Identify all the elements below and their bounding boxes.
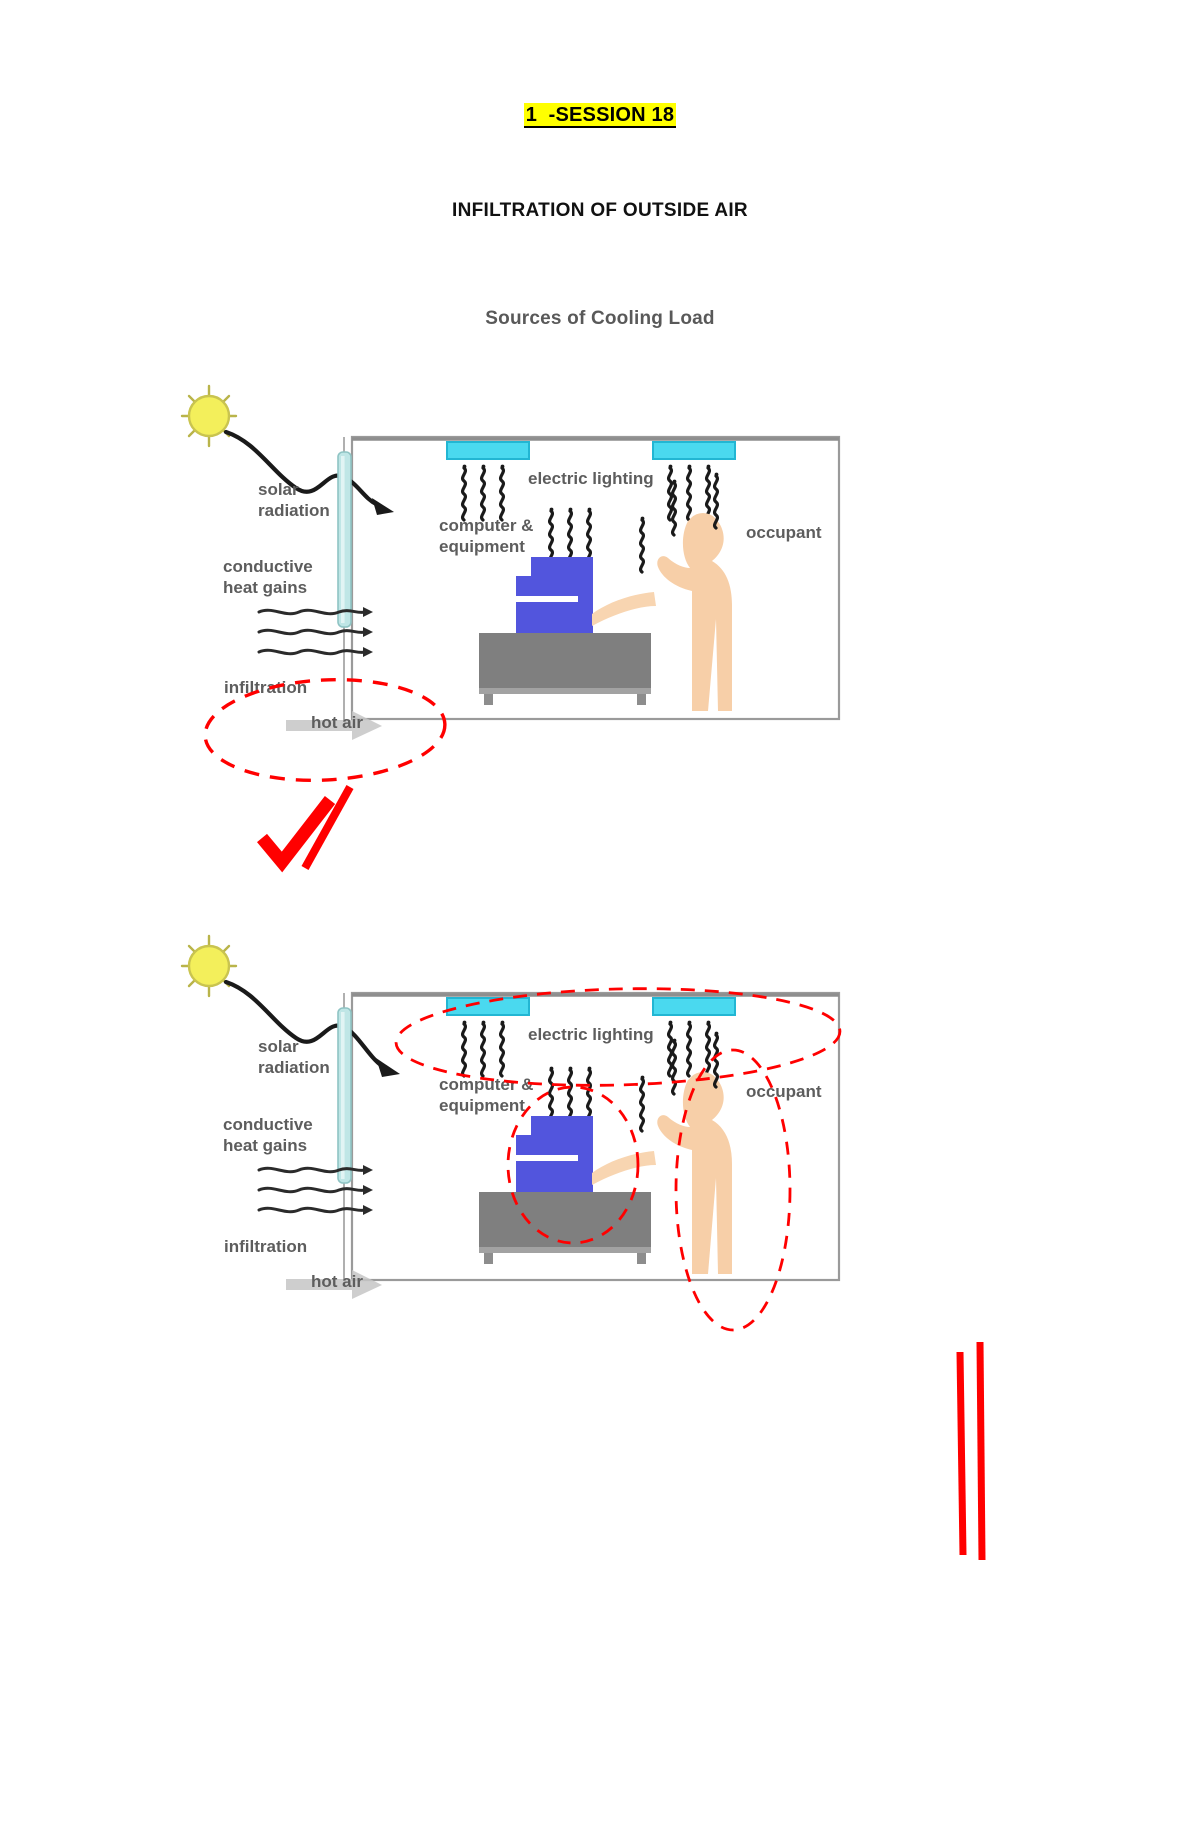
red-pointer-line [301, 785, 354, 870]
document-title-text: 1 -SESSION 18 [523, 103, 677, 128]
label-infiltration: infiltration [224, 1237, 307, 1256]
label-occupant: occupant [746, 523, 822, 542]
computer-monitor-icon [516, 1116, 593, 1192]
label-solar-radiation-line1: solar [258, 480, 299, 499]
sun-icon [180, 384, 238, 448]
label-solar-radiation: solar radiation [258, 1037, 330, 1077]
label-computer-line2: equipment [439, 1096, 525, 1115]
window-pane-icon [337, 993, 352, 1280]
cooling-load-diagram-2: solar radiation conductive heat gains in… [176, 930, 846, 1325]
conductive-wavy-arrows [257, 1163, 375, 1217]
label-computer-line1: computer & [439, 1075, 533, 1094]
label-computer-equipment: computer & equipment [439, 1075, 538, 1115]
label-conductive-heat-gains: conductive heat gains [223, 557, 317, 597]
sub-heading: Sources of Cooling Load [485, 308, 715, 329]
label-solar-radiation-line2: radiation [258, 501, 330, 520]
heat-squiggles-computer [547, 506, 594, 565]
label-electric-lighting: electric lighting [528, 1025, 654, 1044]
label-conductive-line2: heat gains [223, 578, 307, 597]
ceiling-light-icon-right [652, 997, 736, 1016]
red-vertical-line-1 [956, 1351, 967, 1556]
window-pane-icon [337, 437, 352, 720]
ceiling-light-icon-right [652, 441, 736, 460]
label-computer-equipment: computer & equipment [439, 516, 538, 556]
desk-icon [479, 1192, 651, 1264]
occupant-person-icon [592, 513, 732, 711]
hot-air-arrow-icon [286, 1270, 382, 1299]
document-title: 1 -SESSION 18 [0, 103, 1200, 128]
ceiling-light-icon-left [446, 997, 530, 1016]
label-conductive-line2: heat gains [223, 1136, 307, 1155]
label-solar-radiation-line1: solar [258, 1037, 299, 1056]
heat-squiggles-light-left [460, 1018, 506, 1078]
label-occupant: occupant [746, 1082, 822, 1101]
solar-radiation-ray [223, 429, 394, 515]
room-outline [350, 435, 841, 721]
label-solar-radiation: solar radiation [258, 480, 330, 520]
label-hot-air: hot air [311, 713, 363, 732]
check-mark-icon [257, 796, 336, 873]
heat-squiggles-computer [547, 1064, 594, 1124]
label-electric-lighting: electric lighting [528, 469, 654, 488]
desk-icon [479, 633, 651, 705]
ceiling-light-icon-left [446, 441, 530, 460]
section-heading: INFILTRATION OF OUTSIDE AIR [452, 200, 748, 221]
heat-squiggles-light-left [460, 463, 506, 522]
label-solar-radiation-line2: radiation [258, 1058, 330, 1077]
solar-radiation-ray [223, 979, 400, 1077]
label-conductive-heat-gains: conductive heat gains [223, 1115, 317, 1155]
sun-icon [180, 934, 238, 998]
red-vertical-line-2 [976, 1341, 986, 1561]
label-computer-line2: equipment [439, 537, 525, 556]
label-computer-line1: computer & [439, 516, 533, 535]
label-conductive-line1: conductive [223, 1115, 313, 1134]
cooling-load-diagram-1: solar radiation conductive heat gains in… [176, 380, 846, 770]
conductive-wavy-arrows [257, 605, 375, 659]
label-hot-air: hot air [311, 1272, 363, 1291]
label-conductive-line1: conductive [223, 557, 313, 576]
label-infiltration: infiltration [224, 678, 307, 697]
computer-monitor-icon [516, 557, 593, 633]
